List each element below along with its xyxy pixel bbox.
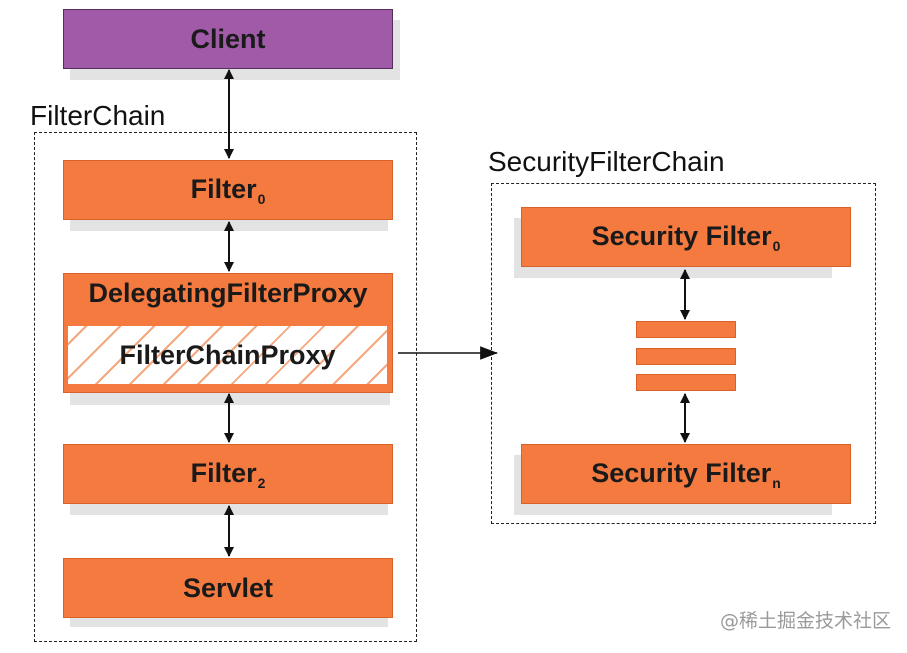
client-label: Client bbox=[190, 23, 266, 54]
filter-chain-proxy-label: FilterChainProxy bbox=[119, 339, 336, 370]
security-filter0-box[interactable]: Security Filter0 bbox=[521, 207, 851, 267]
security-filter-stack-bar bbox=[636, 348, 736, 365]
security-filter0-label: Security Filter0 bbox=[591, 220, 781, 254]
delegating-filter-proxy-label: DelegatingFilterProxy bbox=[88, 278, 368, 308]
client-box[interactable]: Client bbox=[63, 9, 393, 69]
filter2-label: Filter2 bbox=[190, 457, 266, 491]
filter2-box[interactable]: Filter2 bbox=[63, 444, 393, 504]
security-filtern-label: Security Filtern bbox=[591, 457, 781, 491]
watermark-text: @稀土掘金技术社区 bbox=[719, 610, 891, 632]
servlet-label: Servlet bbox=[182, 572, 274, 603]
filter0-box[interactable]: Filter0 bbox=[63, 160, 393, 220]
security-filtern-box[interactable]: Security Filtern bbox=[521, 444, 851, 504]
filter-chain-title: FilterChain bbox=[30, 100, 166, 131]
filter0-label: Filter0 bbox=[190, 173, 266, 207]
security-filter-stack-bar bbox=[636, 321, 736, 338]
security-filter-stack-bar bbox=[636, 374, 736, 391]
servlet-box[interactable]: Servlet bbox=[63, 558, 393, 618]
filter-chain-proxy-box[interactable]: FilterChainProxy bbox=[67, 325, 388, 385]
security-filter-chain-title: SecurityFilterChain bbox=[488, 146, 725, 177]
